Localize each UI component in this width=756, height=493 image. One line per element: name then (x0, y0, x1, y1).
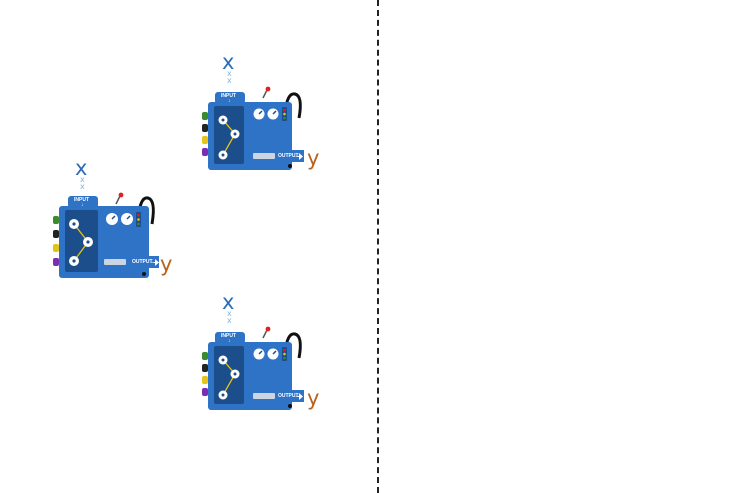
arrow-icon (294, 153, 303, 160)
input-drop-x: x (227, 309, 232, 318)
function-machine-icon (202, 326, 304, 410)
input-label: INPUT (221, 333, 236, 339)
input-drop-x: x (227, 76, 232, 85)
input-variable: x (222, 290, 235, 314)
function-machine-1: x x x INPUT ↓ (193, 52, 333, 177)
divider-dashed-line (377, 0, 379, 493)
input-arrow: ↓ (81, 202, 84, 208)
input-variable: x (75, 156, 88, 180)
input-label: INPUT (74, 197, 89, 203)
input-variable: x (222, 50, 235, 74)
function-machine-2: x x x INPUT ↓ OUTPUT y (44, 158, 184, 283)
input-drop-x: x (80, 175, 85, 184)
output-variable: y (307, 386, 320, 410)
function-machine-icon (53, 192, 159, 278)
input-drop-x: x (227, 316, 232, 325)
output-label: OUTPUT (278, 393, 299, 399)
output-label: OUTPUT (132, 259, 153, 265)
input-arrow: ↓ (228, 338, 231, 344)
input-arrow: ↓ (228, 98, 231, 104)
function-machine-icon (202, 86, 304, 170)
function-machine-3: x x x INPUT ↓ OUTPUT y (193, 292, 333, 417)
input-drop-x: x (227, 69, 232, 78)
input-drop-x: x (80, 182, 85, 191)
arrow-icon (294, 393, 303, 400)
output-variable: y (307, 146, 320, 170)
input-label: INPUT (221, 93, 236, 99)
arrow-icon (150, 259, 159, 266)
output-variable: y (160, 252, 173, 276)
output-label: OUTPUT (278, 153, 299, 159)
